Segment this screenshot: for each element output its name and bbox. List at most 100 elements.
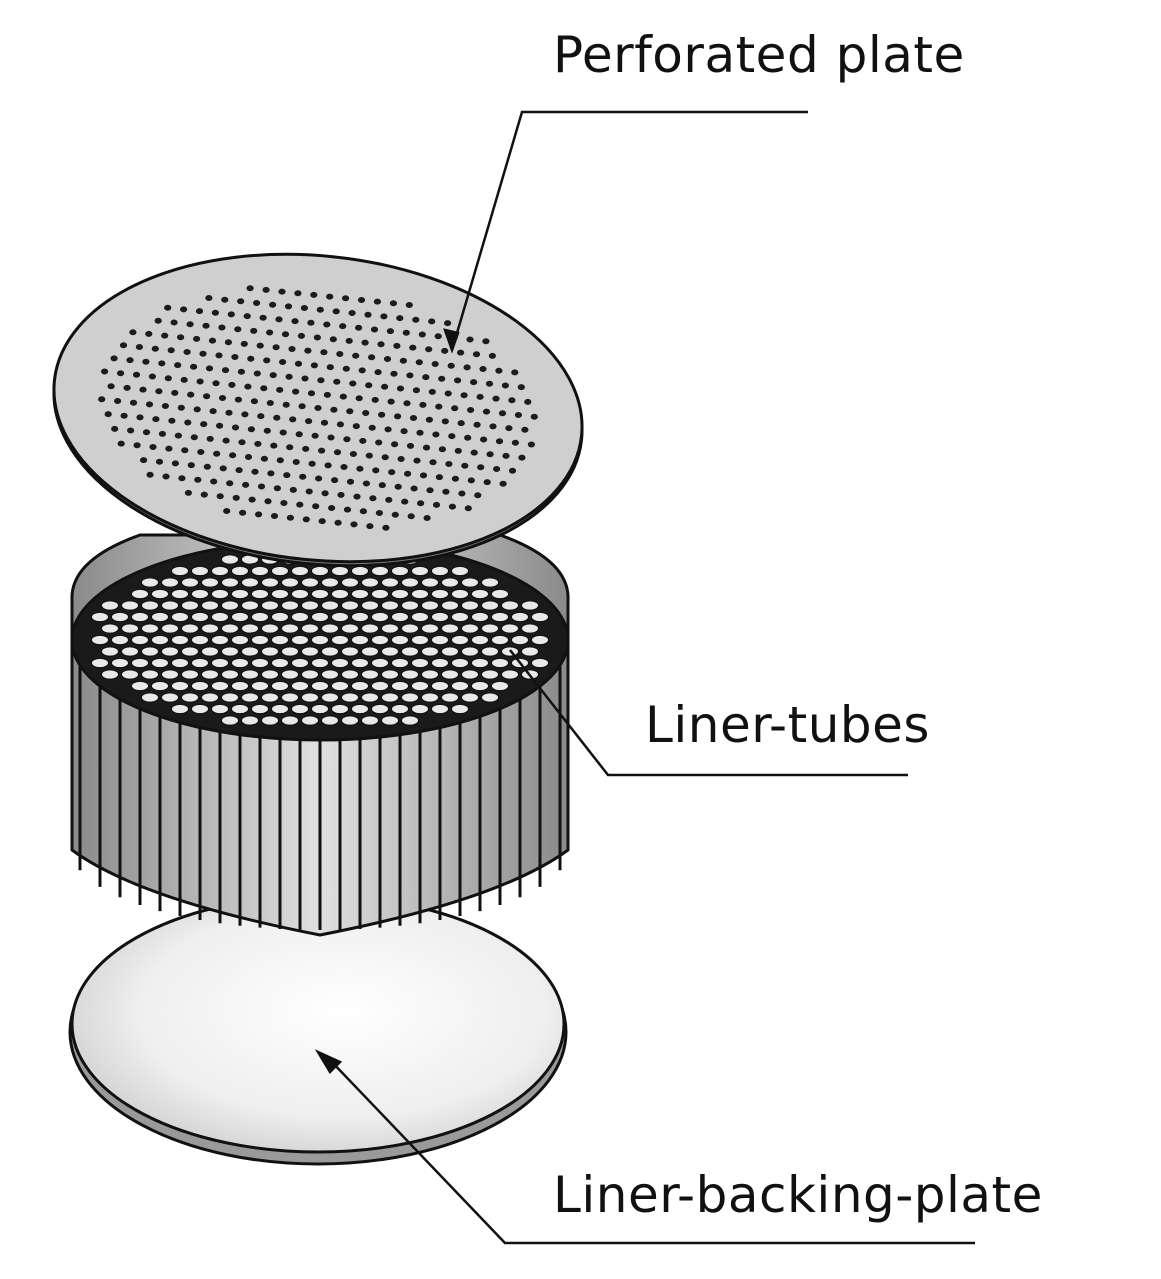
tube-opening (411, 680, 429, 692)
perforation-hole (295, 431, 303, 438)
tube-opening (371, 657, 389, 669)
perforation-hole (349, 380, 357, 387)
tube-opening (391, 703, 409, 715)
tube-opening (151, 611, 169, 623)
tube-opening (291, 588, 309, 600)
perforation-hole (333, 449, 342, 456)
perforation-hole (328, 505, 336, 511)
perforation-hole (419, 472, 428, 479)
tube-opening (351, 565, 369, 577)
perforation-hole (331, 477, 339, 484)
tube-opening (441, 669, 459, 680)
tube-opening (471, 680, 489, 692)
perforation-hole (244, 383, 252, 390)
perforation-hole (447, 362, 455, 369)
tube-opening (131, 680, 149, 692)
perforation-hole (340, 464, 348, 470)
tube-opening (321, 623, 339, 634)
tube-opening (361, 715, 379, 726)
perforation-hole (473, 421, 481, 428)
perforation-hole (343, 506, 352, 513)
tube-opening (241, 669, 259, 680)
perforation-hole (370, 326, 379, 333)
perforation-hole (266, 400, 274, 406)
tube-opening (271, 634, 289, 646)
leader-lines (314, 110, 975, 1245)
tube-opening (351, 680, 369, 692)
perforation-hole (161, 332, 169, 339)
perforation-hole (142, 358, 150, 365)
perforation-hole (223, 508, 231, 514)
tube-opening (311, 565, 329, 577)
tube-opening (381, 692, 399, 703)
perforation-hole (202, 322, 210, 329)
perforation-hole (234, 326, 242, 333)
perforation-hole (326, 364, 334, 371)
tube-opening (481, 646, 499, 657)
perforation-hole (98, 396, 106, 403)
perforation-hole (205, 365, 214, 372)
tube-opening (231, 565, 249, 577)
perforation-hole (199, 350, 207, 357)
tube-opening (441, 577, 459, 588)
perforation-hole (267, 470, 275, 477)
tube-opening (271, 611, 289, 623)
tube-opening (191, 703, 209, 715)
perforation-hole (422, 374, 430, 381)
tube-opening (271, 657, 289, 669)
tube-opening (381, 646, 399, 657)
perforation-hole (247, 355, 255, 362)
perforation-hole (407, 513, 415, 520)
perforation-hole (401, 498, 409, 505)
perforation-hole (209, 408, 217, 415)
tube-opening (441, 623, 459, 634)
perforation-hole (353, 493, 361, 500)
perforation-hole (397, 456, 405, 462)
tube-opening (241, 715, 259, 726)
perforation-hole (435, 403, 443, 410)
tube-opening (291, 680, 309, 692)
tube-opening (171, 588, 189, 600)
perforation-hole (315, 475, 323, 482)
tube-opening (91, 611, 109, 623)
tube-opening (271, 703, 289, 715)
perforation-hole (359, 437, 367, 444)
perforation-hole (292, 459, 300, 465)
tube-opening (181, 600, 199, 611)
tube-opening (161, 600, 179, 611)
perforation-hole (501, 382, 509, 389)
perforation-hole (368, 424, 376, 431)
perforation-hole (276, 457, 284, 464)
perforation-hole (253, 370, 261, 377)
perforation-hole (195, 308, 204, 315)
perforation-hole (210, 478, 218, 485)
liner-backing-plate (68, 894, 568, 1166)
perforation-hole (485, 380, 494, 387)
perforation-hole (232, 494, 240, 501)
perforation-hole (530, 413, 538, 420)
tube-opening (311, 588, 329, 600)
tube-opening (101, 623, 119, 634)
perforation-hole (242, 481, 250, 488)
perforation-hole (237, 368, 245, 375)
perforation-hole (302, 445, 310, 452)
perforation-hole (227, 311, 235, 318)
perforation-hole (269, 301, 277, 308)
perforation-hole (323, 391, 331, 398)
tube-opening (371, 588, 389, 600)
perforation-hole (317, 377, 325, 384)
tube-opening (531, 634, 549, 646)
tube-opening (321, 692, 339, 703)
perforation-hole (114, 398, 122, 404)
perforation-hole (282, 401, 290, 408)
tube-opening (171, 680, 189, 692)
perforation-hole (305, 418, 313, 425)
perforation-hole (418, 331, 426, 338)
tube-opening (241, 692, 259, 703)
tube-opening (381, 577, 399, 588)
perforation-hole (511, 369, 519, 376)
perforation-hole (451, 475, 459, 482)
tube-opening (211, 565, 229, 577)
perforation-hole (410, 485, 418, 492)
perforation-hole (391, 441, 399, 448)
